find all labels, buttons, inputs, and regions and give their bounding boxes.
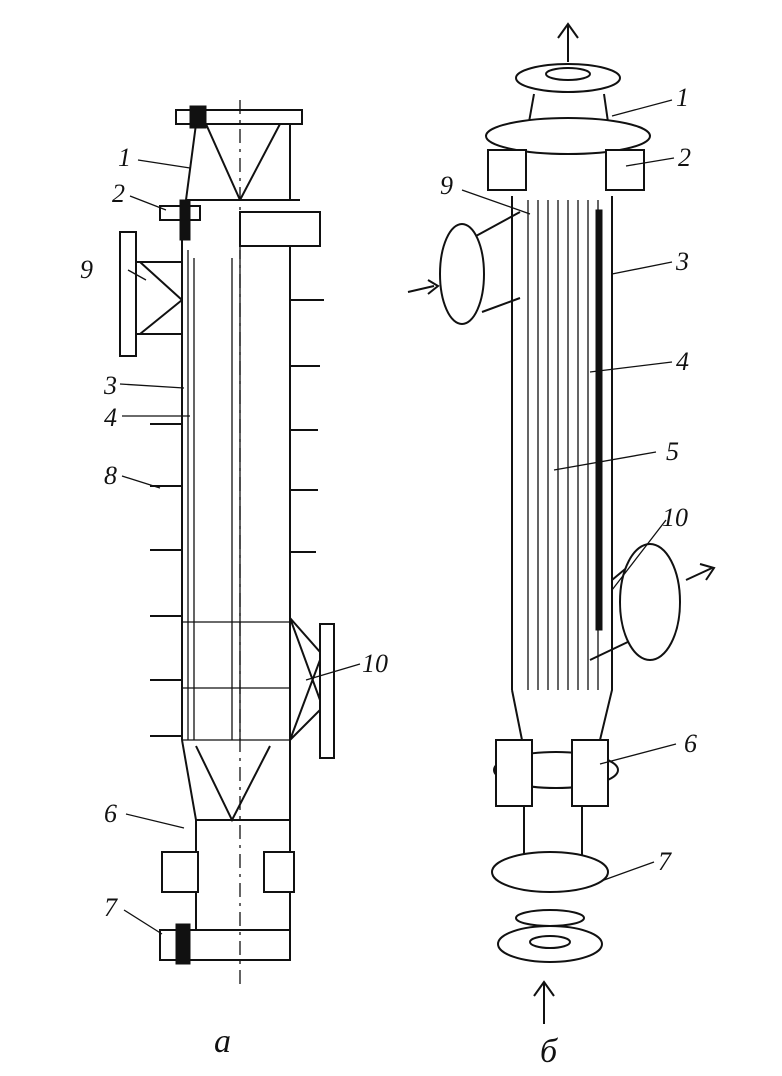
- a-label-4: 4: [104, 403, 117, 432]
- b-inlet-arrow-bottom: [533, 980, 555, 1024]
- figure-a-drawing: [119, 100, 335, 990]
- b-inlet-flange: [439, 223, 485, 325]
- b-inlet-arrow: [407, 279, 440, 295]
- a-label-3: 3: [103, 371, 117, 400]
- b-label-4: 4: [676, 347, 689, 376]
- a-bottom-joint-6: [161, 851, 199, 893]
- b-label-6: 6: [684, 729, 697, 758]
- b-leader-lines: [461, 99, 677, 881]
- b-tube-bundle: [527, 200, 599, 690]
- a-bottom-joint-right: [263, 851, 295, 893]
- b-label-3: 3: [675, 247, 689, 276]
- a-outlet-flange: [319, 623, 335, 759]
- a-bottom-cone: [181, 739, 291, 960]
- a-label-8: 8: [104, 461, 117, 490]
- b-bottom-flange: [491, 851, 609, 893]
- b-label-10: 10: [662, 503, 688, 532]
- b-clamp-right: [605, 149, 645, 191]
- b-outlet-arrow: [685, 563, 716, 581]
- b-bottom-clamp-right: [571, 739, 609, 807]
- a-label-9: 9: [80, 255, 93, 284]
- b-counter-flange-bore: [529, 935, 571, 949]
- b-top-flange-bore: [545, 67, 591, 81]
- b-label-1: 1: [676, 83, 689, 112]
- a-shell: [181, 240, 291, 740]
- a-label-6: 6: [104, 799, 117, 828]
- a-top-flange: [175, 109, 303, 125]
- b-label-5: 5: [666, 437, 679, 466]
- b-partition-strip: [595, 209, 603, 631]
- a-bottom-bolt: [175, 923, 191, 965]
- b-clamp-left: [487, 149, 527, 191]
- a-label-2: 2: [112, 179, 125, 208]
- b-gasket: [515, 909, 585, 927]
- a-label-1: 1: [118, 143, 131, 172]
- b-outlet-arrow-top: [557, 22, 579, 62]
- a-top-flange-bolt: [189, 105, 207, 129]
- b-shell: [511, 196, 613, 690]
- a-right-fins: [290, 299, 324, 553]
- b-bottom-taper: [511, 560, 613, 741]
- b-bottom-clamp-left: [495, 739, 533, 807]
- a-flange-joint-right: [239, 211, 321, 247]
- a-outlet-nozzle: [289, 617, 321, 741]
- b-flange-joint: [485, 117, 651, 155]
- a-label-7: 7: [104, 893, 118, 922]
- a-top-cone: [185, 123, 300, 201]
- b-label-2: 2: [678, 143, 691, 172]
- caption-a: а: [214, 1023, 231, 1060]
- figure-b-drawing: [407, 22, 716, 1024]
- b-outlet-flange: [619, 543, 681, 661]
- b-counter-flange: [497, 925, 603, 963]
- b-label-9: 9: [440, 171, 453, 200]
- a-inlet-flange: [119, 231, 137, 357]
- b-top-flange: [515, 63, 621, 93]
- a-baffles: [182, 621, 290, 741]
- a-label-10: 10: [362, 649, 388, 678]
- a-joint-bolt: [179, 199, 191, 241]
- a-leader-lines: [119, 159, 361, 935]
- b-inlet-pipe: [523, 806, 583, 860]
- b-label-7: 7: [658, 847, 672, 876]
- a-left-fins: [150, 423, 182, 737]
- a-inner-tube: [193, 258, 233, 740]
- a-inlet-nozzle: [136, 261, 183, 335]
- caption-b: б: [540, 1033, 559, 1070]
